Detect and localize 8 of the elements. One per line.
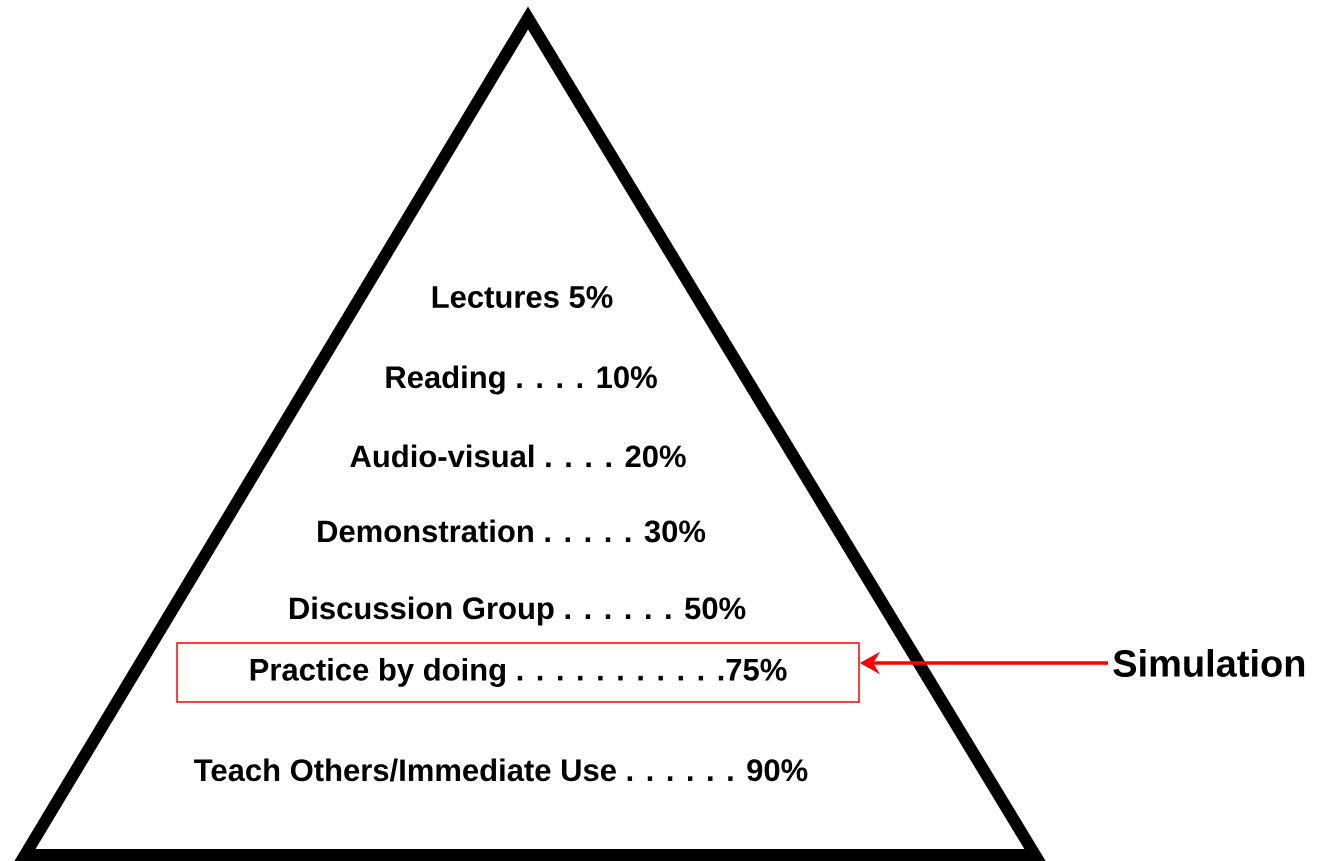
level-label: Reading . . . . 10%	[386, 365, 657, 395]
level-label: Audio-visual . . . . 20%	[350, 444, 686, 468]
level-label: Teach Others/Immediate Use . . . . . . 90%	[194, 758, 808, 782]
level-label: Discussion Group . . . . . . 50%	[289, 596, 746, 626]
highlight-box: Practice by doing . . . . . . . . . . .75%	[176, 642, 860, 703]
level-label: Demonstration . . . . . 30%	[318, 519, 706, 543]
side-label: Simulation	[1113, 649, 1305, 677]
level-label: Lectures 5%	[432, 286, 613, 308]
